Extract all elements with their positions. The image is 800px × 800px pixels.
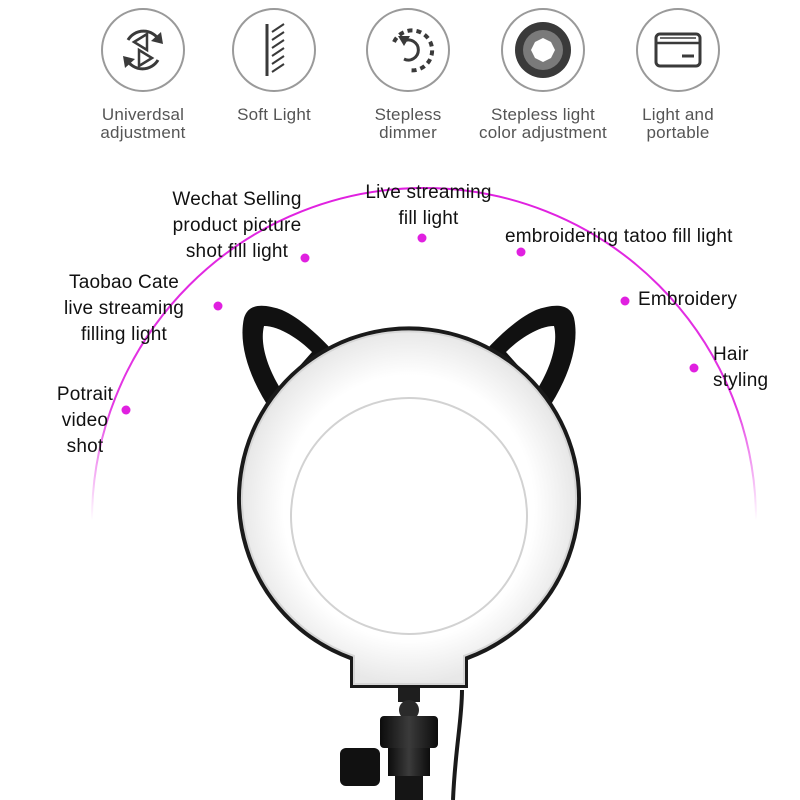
scenario-label-embroidery: Embroidery [638, 289, 738, 310]
scenario-label-tattoo: embroidering tatoo fill light [505, 226, 733, 247]
arc-dot [516, 247, 526, 257]
feature-color-adjustment: Stepless light color adjustment [463, 8, 623, 142]
ball-head-mount [340, 688, 438, 800]
scenario-label-taobao: Taobao Cate live streaming filling light [63, 272, 184, 345]
feature-icon-circle [366, 8, 450, 92]
feature-icon-circle [232, 8, 316, 92]
wallet-icon [654, 32, 702, 68]
arc-dot [213, 301, 223, 311]
feature-label: Stepless dimmer [374, 105, 442, 142]
scenario-label-live-streaming: Live streaming fill light [365, 182, 492, 229]
arc-dot [689, 363, 699, 373]
feature-label: Soft Light [237, 105, 311, 124]
feature-light-portable: Light and portable [598, 8, 758, 142]
scenario-label-portrait: Potrait video shot [56, 384, 114, 457]
dimmer-icon [392, 28, 435, 73]
feature-soft-light: Soft Light [194, 8, 354, 124]
arc-dot [417, 233, 427, 243]
scenario-label-hair: Hair styling [713, 344, 769, 391]
feature-row: Univerdsal adjustment Soft Light [0, 0, 800, 150]
feature-label: Univerdsal adjustment [100, 105, 186, 142]
feature-label: Stepless light color adjustment [479, 105, 607, 142]
feature-stepless-dimmer: Stepless dimmer [328, 8, 488, 142]
arc-dot [121, 405, 131, 415]
feature-icon-circle [101, 8, 185, 92]
feature-icon-circle [501, 8, 585, 92]
scenario-label-wechat: Wechat Selling product picture shot fill… [172, 189, 302, 262]
arc-dot [300, 253, 310, 263]
feature-label: Light and portable [642, 105, 714, 142]
soft-light-icon [265, 23, 285, 76]
left-ear-inner [262, 326, 312, 388]
ring-light-inner [290, 397, 528, 635]
scenario-arc [91, 187, 757, 521]
feature-universal-adjustment: Univerdsal adjustment [63, 8, 223, 142]
right-ear-inner [506, 326, 556, 388]
ring-light [237, 326, 581, 688]
rotate-arrows-icon [123, 29, 163, 71]
arc-dot [620, 296, 630, 306]
aperture-icon [515, 22, 571, 78]
mount-knob [340, 748, 380, 786]
feature-icon-circle [636, 8, 720, 92]
power-cable [451, 689, 464, 800]
